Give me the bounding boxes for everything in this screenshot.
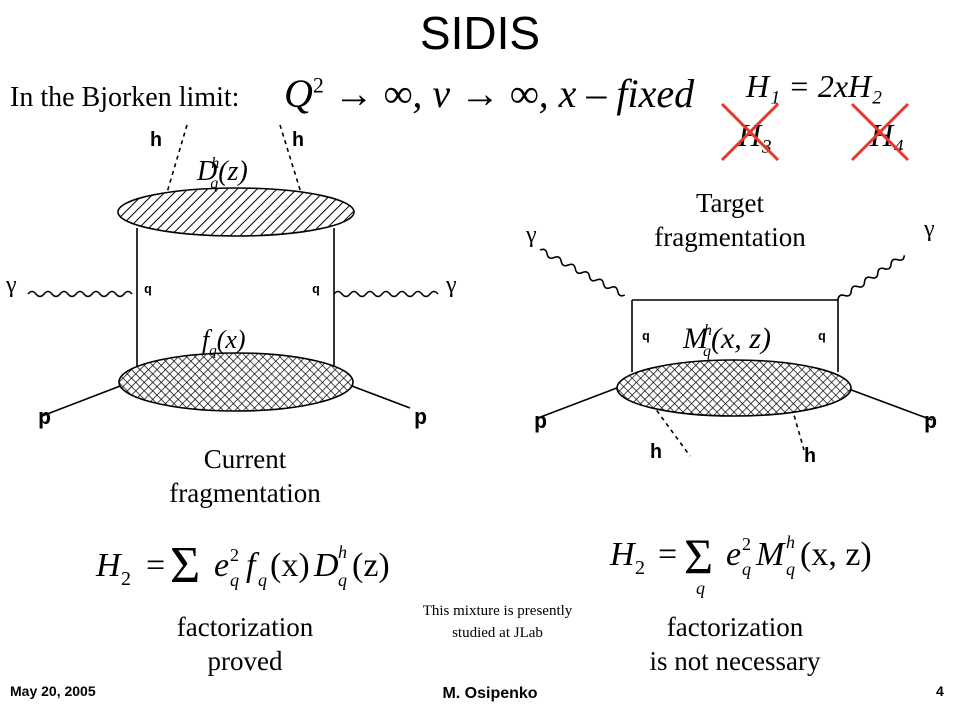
svg-text:q: q bbox=[258, 570, 267, 590]
svg-text:(x): (x) bbox=[270, 547, 310, 584]
svg-text:2: 2 bbox=[230, 545, 239, 565]
svg-text:(x, z): (x, z) bbox=[800, 536, 872, 573]
cross-stroke bbox=[720, 102, 780, 162]
svg-text:2: 2 bbox=[635, 557, 645, 579]
proton-line-left bbox=[41, 382, 129, 417]
svg-text:q: q bbox=[338, 570, 347, 590]
quark-label-left: q bbox=[144, 282, 152, 297]
svg-text:H: H bbox=[95, 547, 123, 584]
svg-text:q: q bbox=[230, 570, 239, 590]
svg-text:2: 2 bbox=[121, 568, 131, 590]
photon-line-right bbox=[333, 290, 439, 298]
proton-line-left bbox=[537, 385, 623, 419]
jlab-mixture-note: This mixture is presently studied at JLa… bbox=[422, 603, 573, 641]
footer-date: May 20, 2005 bbox=[10, 683, 96, 699]
current-h2-formula: H 2 = Σ e q 2 f q (x) D q h (z) bbox=[95, 537, 390, 594]
svg-text:=: = bbox=[658, 536, 677, 573]
quark-label-right: q bbox=[818, 329, 826, 344]
h1-h2-relation: H₁ = 2xH₂ bbox=[746, 68, 883, 104]
slide-title: SIDIS bbox=[419, 7, 541, 59]
target-h2-formula: H 2 = Σ q e q 2 M q h (x, z) bbox=[609, 528, 872, 598]
h4-symbol: H₄ bbox=[869, 117, 904, 153]
quark-label-left: q bbox=[642, 329, 650, 344]
svg-text:e: e bbox=[726, 536, 741, 573]
parton-distribution-blob bbox=[118, 352, 354, 412]
proton-label-right: p bbox=[414, 406, 427, 431]
svg-text:2: 2 bbox=[742, 534, 751, 554]
svg-text:M: M bbox=[755, 536, 786, 573]
factorization-proved-text: factorization proved bbox=[176, 612, 314, 676]
svg-text:=: = bbox=[146, 547, 165, 584]
crossed-out-h4: H₄ bbox=[850, 102, 910, 162]
hadron-line-left bbox=[651, 403, 691, 457]
proton-label-left: p bbox=[534, 410, 547, 435]
quark-label-right: q bbox=[312, 282, 320, 297]
crossed-out-h3: H₃ bbox=[720, 102, 780, 162]
photon-label-right: γ bbox=[445, 272, 457, 298]
proton-line-right bbox=[343, 382, 411, 409]
photon-line-left bbox=[539, 248, 626, 297]
proton-line-right bbox=[845, 387, 933, 421]
hadron-line-right bbox=[791, 407, 805, 451]
photon-label-left: γ bbox=[525, 222, 537, 248]
photon-label-left: γ bbox=[5, 272, 17, 298]
sum-symbol: Σ bbox=[684, 528, 713, 584]
svg-text:h: h bbox=[786, 532, 795, 552]
svg-text:h: h bbox=[338, 542, 347, 562]
target-fragmentation-blob bbox=[616, 359, 852, 417]
target-fragmentation-caption: Target fragmentation bbox=[654, 188, 806, 252]
sum-symbol: Σ bbox=[170, 537, 200, 594]
page-number: 4 bbox=[936, 683, 944, 699]
bjorken-limit-formula: Q2 → ∞, ν → ∞, x – fixed bbox=[284, 71, 695, 116]
svg-text:(z): (z) bbox=[352, 547, 390, 584]
svg-text:D: D bbox=[313, 547, 339, 584]
svg-text:q: q bbox=[696, 578, 705, 598]
svg-text:q: q bbox=[742, 559, 751, 579]
svg-text:H: H bbox=[609, 536, 637, 573]
svg-text:q: q bbox=[786, 559, 795, 579]
footer-author: M. Osipenko bbox=[442, 685, 538, 702]
photon-label-right: γ bbox=[923, 216, 935, 242]
photon-line-right bbox=[837, 255, 906, 301]
distribution-function-label: fq(x) bbox=[202, 325, 246, 359]
bjorken-limit-label: In the Bjorken limit: bbox=[10, 82, 240, 113]
current-fragmentation-caption: Current fragmentation bbox=[169, 444, 321, 508]
proton-label-right: p bbox=[924, 410, 937, 435]
photon-line-left bbox=[27, 290, 133, 298]
hadron-label-left: h bbox=[150, 130, 162, 153]
hadron-line-left bbox=[165, 124, 188, 197]
proton-label-left: p bbox=[38, 406, 51, 431]
cross-stroke bbox=[850, 102, 910, 162]
fragmentation-blob bbox=[117, 187, 355, 237]
hadron-label-right: h bbox=[292, 130, 304, 153]
hadron-label-right: h bbox=[804, 446, 816, 469]
factorization-not-necessary-text: factorization is not necessary bbox=[649, 612, 821, 676]
hadron-label-left: h bbox=[650, 442, 662, 465]
svg-text:e: e bbox=[214, 547, 229, 584]
